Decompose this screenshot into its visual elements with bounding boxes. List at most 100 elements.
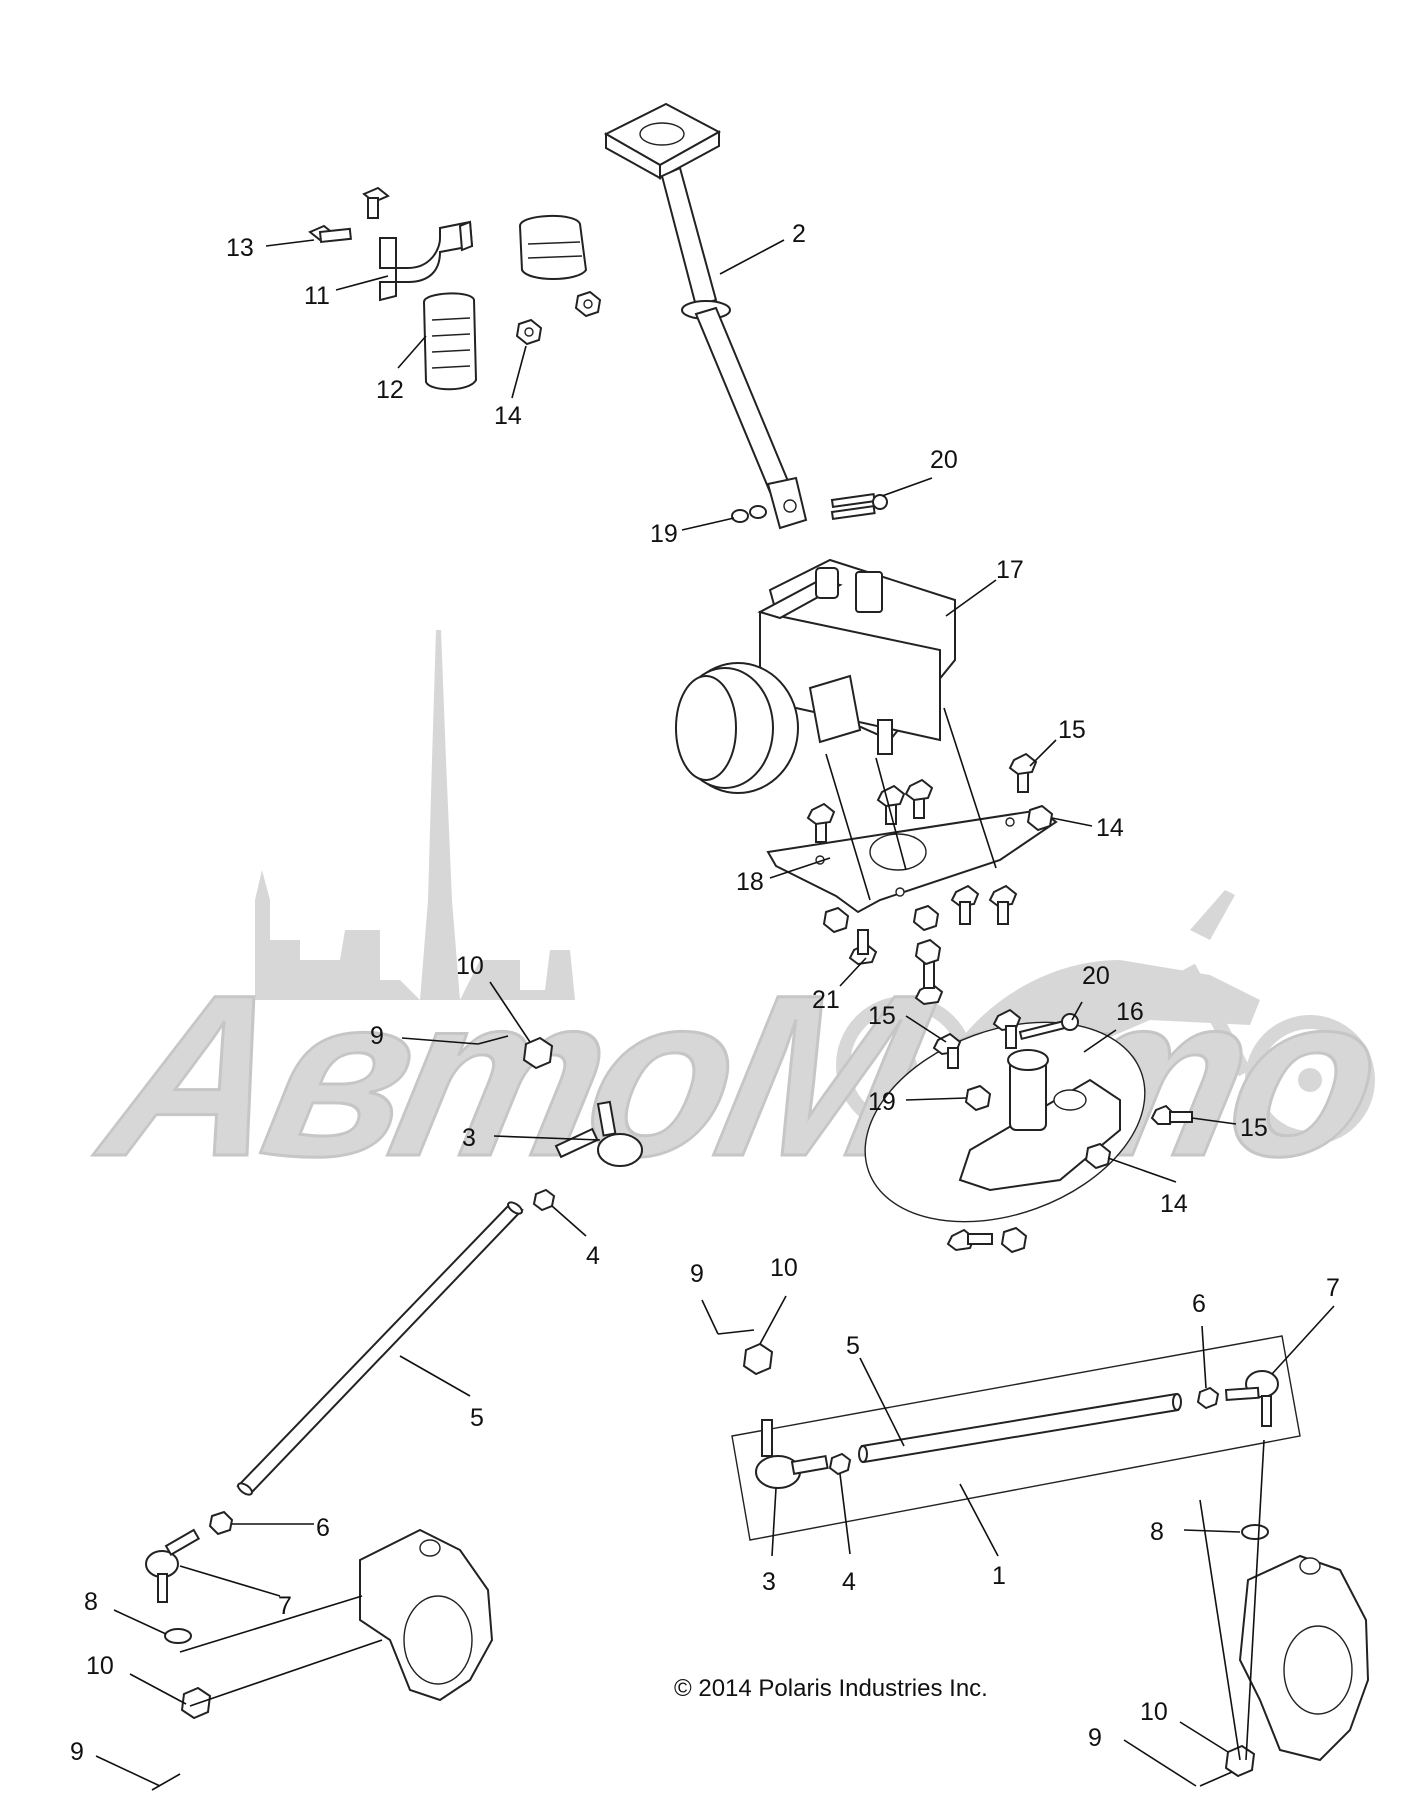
callout-10: 10 [86,1652,114,1680]
flange-bolt [876,784,906,825]
callout-13: 13 [226,234,254,262]
castle-nut [522,1036,554,1070]
callout-7: 7 [278,1592,292,1620]
callout-4: 4 [586,1242,600,1270]
callout-16: 16 [1116,998,1144,1026]
jam-nut [828,1452,852,1476]
jam-nut [1196,1386,1220,1410]
hex-nut [515,318,543,346]
power-steering-unit [675,558,956,794]
hex-nut [912,904,940,932]
cotter-pin [151,1773,181,1791]
callout-19: 19 [868,1088,896,1116]
flange-bolt [1150,1104,1193,1125]
flange-bolt [1008,752,1038,793]
callout-9: 9 [70,1738,84,1766]
flange-bolt [904,778,934,819]
callout-19: 19 [650,520,678,548]
inner-tie-rod-end [755,1419,829,1489]
jam-nut [208,1510,234,1536]
steering-knuckle-left [359,1528,494,1702]
callout-12: 12 [376,376,404,404]
flange-bolt [992,1008,1022,1049]
callout-6: 6 [316,1514,330,1542]
pitman-arm-assembly [864,1021,1146,1223]
hex-nut [1026,804,1054,832]
flange-bolt [988,884,1018,925]
callout-10: 10 [1140,1698,1168,1726]
callout-10: 10 [456,952,484,980]
steering-knuckle-right [1238,1554,1370,1762]
cotter-pin [717,1329,755,1335]
flange-bolt [848,929,878,966]
callout-17: 17 [996,556,1024,584]
callout-18: 18 [736,868,764,896]
callout-6: 6 [1192,1290,1206,1318]
callout-5: 5 [470,1404,484,1432]
callout-15: 15 [1058,716,1086,744]
callout-10: 10 [770,1254,798,1282]
outer-tie-rod-end [1224,1370,1279,1427]
watermark-skyline [255,870,575,1000]
washer-nut [731,505,767,523]
flange-bolt [950,884,980,925]
hex-nut [822,906,850,934]
callout-9: 9 [1088,1724,1102,1752]
callout-14: 14 [1096,814,1124,842]
tie-rod [236,1201,524,1496]
hex-nut [1084,1142,1112,1170]
watermark-spire [420,630,460,1000]
copyright-notice: © 2014 Polaris Industries Inc. [674,1675,988,1702]
callout-8: 8 [1150,1518,1164,1546]
callout-11: 11 [304,282,330,310]
callout-3: 3 [462,1124,476,1152]
inner-tie-rod-end [554,1100,643,1167]
steering-column [603,102,808,530]
watermark: АвтоМото [81,630,1398,1206]
callout-2: 2 [792,220,806,248]
callout-20: 20 [1082,962,1110,990]
bolt [830,493,888,521]
cotter-pin [477,1035,509,1045]
hex-nut [574,290,602,318]
callout-8: 8 [84,1588,98,1616]
mounting-clamp [379,220,474,302]
callout-labels: 2 13 11 12 14 20 19 17 15 14 18 21 20 16… [70,220,1340,1766]
flange-bolt [806,802,836,843]
bolt [308,224,352,244]
flange-bolt [946,1228,993,1252]
callout-9: 9 [370,1022,384,1050]
hex-nut [914,938,942,966]
callout-20: 20 [930,446,958,474]
castle-nut [742,1342,774,1376]
callout-15: 15 [1240,1114,1268,1142]
callout-9: 9 [690,1260,704,1288]
watermark-text: АвтоМото [82,947,1397,1204]
bolt [362,186,390,219]
callout-4: 4 [842,1568,856,1596]
rubber-bushing [518,214,588,280]
callout-7: 7 [1326,1274,1340,1302]
hex-nut [964,1084,992,1112]
tie-rod-assembly-right [731,1335,1301,1541]
jam-nut [532,1188,556,1212]
callout-14: 14 [1160,1190,1188,1218]
cotter-pin [1199,1771,1233,1787]
callout-15: 15 [868,1002,896,1030]
leader-lines-right [1199,1439,1265,1761]
hex-nut [1000,1226,1028,1254]
tie-rod [858,1392,1182,1464]
callout-21: 21 [812,986,840,1014]
washer [164,1628,192,1644]
callout-5: 5 [846,1332,860,1360]
rubber-bushing [422,292,478,391]
leader-lines [95,239,1335,1787]
castle-nut [180,1686,212,1720]
callout-14: 14 [494,402,522,430]
outer-tie-rod-end [145,1528,201,1603]
callout-3: 3 [762,1568,776,1596]
washer [1241,1524,1269,1540]
castle-nut [1224,1744,1256,1778]
callout-1: 1 [992,1562,1006,1590]
